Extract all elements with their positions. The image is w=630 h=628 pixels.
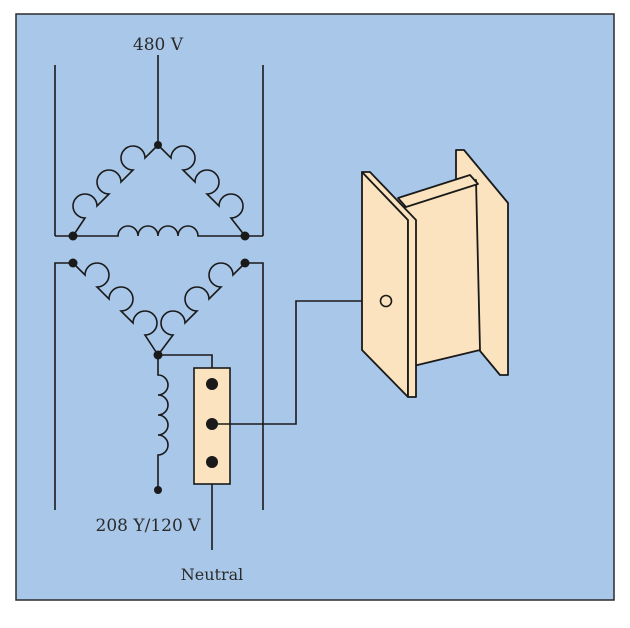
beam-web-top bbox=[397, 174, 479, 208]
primary-right-coil bbox=[157, 144, 246, 237]
grounding-conductor bbox=[212, 300, 380, 425]
primary-bottom-coil bbox=[73, 225, 245, 237]
neutral-label: Neutral bbox=[181, 565, 244, 584]
terminal-top bbox=[206, 378, 218, 390]
secondary-bottom-node bbox=[154, 486, 162, 494]
secondary-right-node bbox=[240, 258, 250, 268]
beam-front-flange-edge bbox=[361, 171, 417, 398]
primary-left-coil bbox=[72, 144, 159, 237]
terminal-bottom bbox=[206, 456, 218, 468]
secondary-voltage-label: 208 Y/120 V bbox=[96, 516, 202, 536]
secondary-vertical-coil bbox=[157, 355, 169, 490]
beam-ground-lug bbox=[379, 294, 393, 308]
secondary-center-node bbox=[153, 350, 163, 360]
secondary-right-coil bbox=[157, 262, 246, 356]
primary-left-node bbox=[68, 231, 78, 241]
structural-steel-i-beam bbox=[361, 149, 509, 398]
primary-top-node bbox=[154, 141, 162, 149]
diagram-background bbox=[15, 13, 615, 601]
secondary-left-coil bbox=[72, 262, 159, 356]
primary-right-node bbox=[240, 231, 250, 241]
primary-voltage-label: 480 V bbox=[133, 35, 184, 55]
transformer-enclosure-lines bbox=[54, 65, 264, 510]
secondary-left-node bbox=[68, 258, 78, 268]
